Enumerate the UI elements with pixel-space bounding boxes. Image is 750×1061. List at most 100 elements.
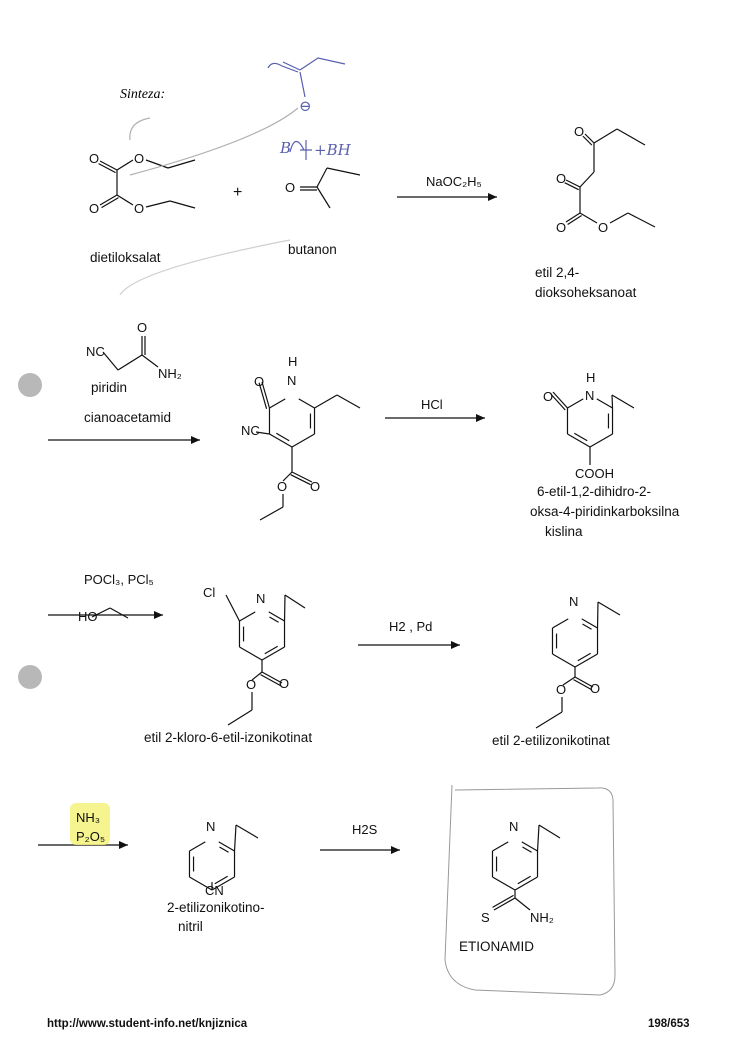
bond	[579, 212, 598, 224]
arrow-head	[154, 611, 163, 619]
bond	[145, 159, 169, 169]
product-name: 6-etil-1,2-dihidro-2-	[537, 484, 651, 499]
atom-label: O	[137, 320, 147, 335]
atom-label: O	[590, 681, 600, 696]
ring-double-bond	[574, 432, 588, 442]
double-bond	[582, 135, 593, 146]
atom-label: O	[598, 220, 608, 235]
footer-url[interactable]: http://www.student-info.net/knjiznica	[47, 1018, 248, 1030]
ring-bond	[239, 611, 256, 622]
bond	[579, 171, 595, 188]
atom-label: N	[569, 594, 578, 609]
double-bond	[492, 894, 514, 908]
atom-label: N	[287, 373, 296, 388]
double-bond	[290, 474, 311, 486]
double-bond	[573, 679, 592, 691]
ring-double-bond	[276, 432, 290, 442]
bond	[616, 128, 646, 146]
double-bond	[574, 676, 594, 688]
bond	[102, 351, 119, 371]
reagent-label: NaOC₂H₅	[426, 174, 482, 189]
ring-bond	[581, 618, 598, 629]
double-bond	[552, 391, 568, 409]
double-bond	[550, 393, 566, 411]
ring-bond	[268, 611, 285, 622]
ring-double-bond	[214, 875, 228, 885]
atom-label: CN	[205, 883, 224, 898]
bond	[259, 506, 284, 521]
bond	[116, 159, 134, 171]
ring-double-bond	[522, 846, 532, 853]
atom-label: N	[256, 591, 265, 606]
arrow-head	[451, 641, 460, 649]
atom-label: O	[134, 201, 144, 216]
double-bond	[99, 160, 118, 171]
reactant-name-butanon: butanon	[288, 242, 337, 257]
ring-bond	[189, 841, 206, 852]
atom-label: O	[134, 151, 144, 166]
atom-label: O	[277, 479, 287, 494]
bond	[627, 212, 656, 228]
page-number: 198/653	[648, 1018, 690, 1030]
ring-bond	[291, 433, 315, 448]
ring-bond	[521, 841, 538, 852]
atom-label: N	[509, 819, 518, 834]
atom-label: O	[556, 682, 566, 697]
conjugate-acid-annotation: +BH	[314, 141, 352, 159]
bond	[536, 824, 540, 852]
reagent-label: POCl₃, PCl₅	[84, 572, 154, 587]
double-bond	[565, 212, 581, 223]
bond-layer	[38, 128, 656, 911]
reagent-label: H2S	[352, 822, 378, 837]
ring-double-bond	[582, 623, 592, 630]
double-bond	[261, 381, 271, 409]
product-name: etil 2-etilizonikotinat	[492, 733, 610, 748]
atom-label: O	[556, 220, 566, 235]
punch-hole	[18, 665, 42, 689]
atom-label: O	[246, 677, 256, 692]
product-name: etil 2-kloro-6-etil-izonikotinat	[144, 730, 312, 745]
ring-bond	[567, 433, 591, 448]
bond	[593, 128, 618, 144]
bond	[169, 200, 196, 209]
ring-bond	[552, 618, 569, 629]
ring-bond	[211, 876, 235, 891]
ring-bond	[261, 646, 285, 661]
bond	[611, 394, 635, 409]
double-bond	[261, 671, 283, 684]
bond	[109, 607, 129, 619]
bond	[225, 594, 241, 622]
double-bond	[584, 133, 595, 144]
bond	[316, 186, 331, 209]
bond	[233, 824, 237, 852]
bond	[235, 824, 259, 839]
bond	[255, 431, 270, 435]
bond	[336, 394, 361, 409]
atom-label: O	[574, 124, 584, 139]
reagent-label: HO	[78, 609, 98, 624]
arrow-head	[119, 841, 128, 849]
arrow-head	[191, 436, 200, 444]
ring-double-bond	[517, 875, 531, 885]
bond	[316, 167, 328, 188]
double-bond	[291, 471, 313, 483]
reagent-label: NH₃	[76, 810, 100, 825]
atom-label: O	[89, 201, 99, 216]
bond	[597, 601, 621, 616]
double-bond	[99, 194, 118, 206]
atom-label: O	[310, 479, 320, 494]
arrow-head	[476, 414, 485, 422]
ring-bond	[298, 398, 315, 409]
ring-bond	[514, 876, 538, 891]
double-bond	[493, 897, 516, 911]
ring-double-bond	[219, 846, 229, 853]
ring-double-bond	[269, 616, 279, 623]
double-bond	[567, 215, 582, 226]
ring-bond	[567, 398, 584, 409]
bond	[535, 711, 563, 729]
punch-hole	[18, 373, 42, 397]
bond	[227, 709, 253, 726]
bond	[284, 594, 306, 609]
reagent-label: cianoacetamid	[84, 410, 171, 425]
